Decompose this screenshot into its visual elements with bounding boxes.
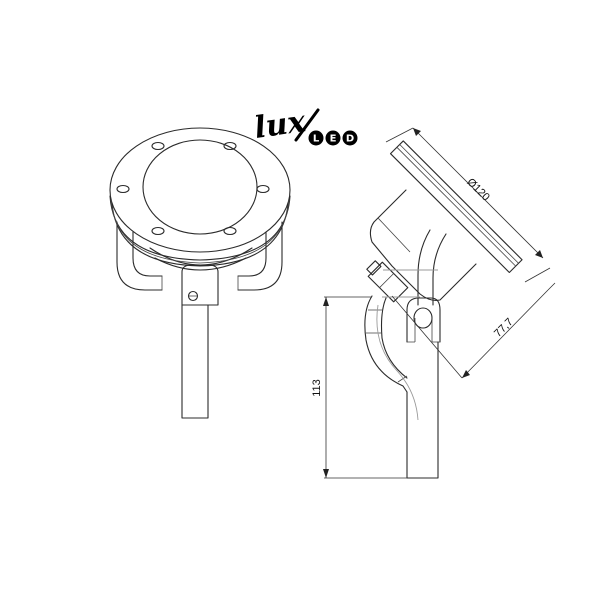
front-view [109, 127, 291, 419]
flange-screw-holes [116, 141, 270, 236]
logo-script-text: lux [252, 104, 309, 146]
logo-letter-d: D [346, 134, 354, 145]
logo-letter-l: L [313, 134, 320, 145]
logo-led-badge: L E D [308, 130, 358, 146]
side-view [364, 140, 523, 479]
lens [142, 139, 258, 235]
bracket-arm-right [237, 221, 283, 291]
brand-logo: lux L E D [252, 104, 358, 146]
dimension-height: 113 [311, 379, 323, 397]
bracket-arm-left [116, 221, 163, 291]
dimension-diameter: Ø120 [464, 176, 492, 204]
logo-letter-e: E [330, 134, 337, 145]
dimension-depth: 77,7 [492, 316, 516, 340]
ground-spike [181, 304, 209, 419]
